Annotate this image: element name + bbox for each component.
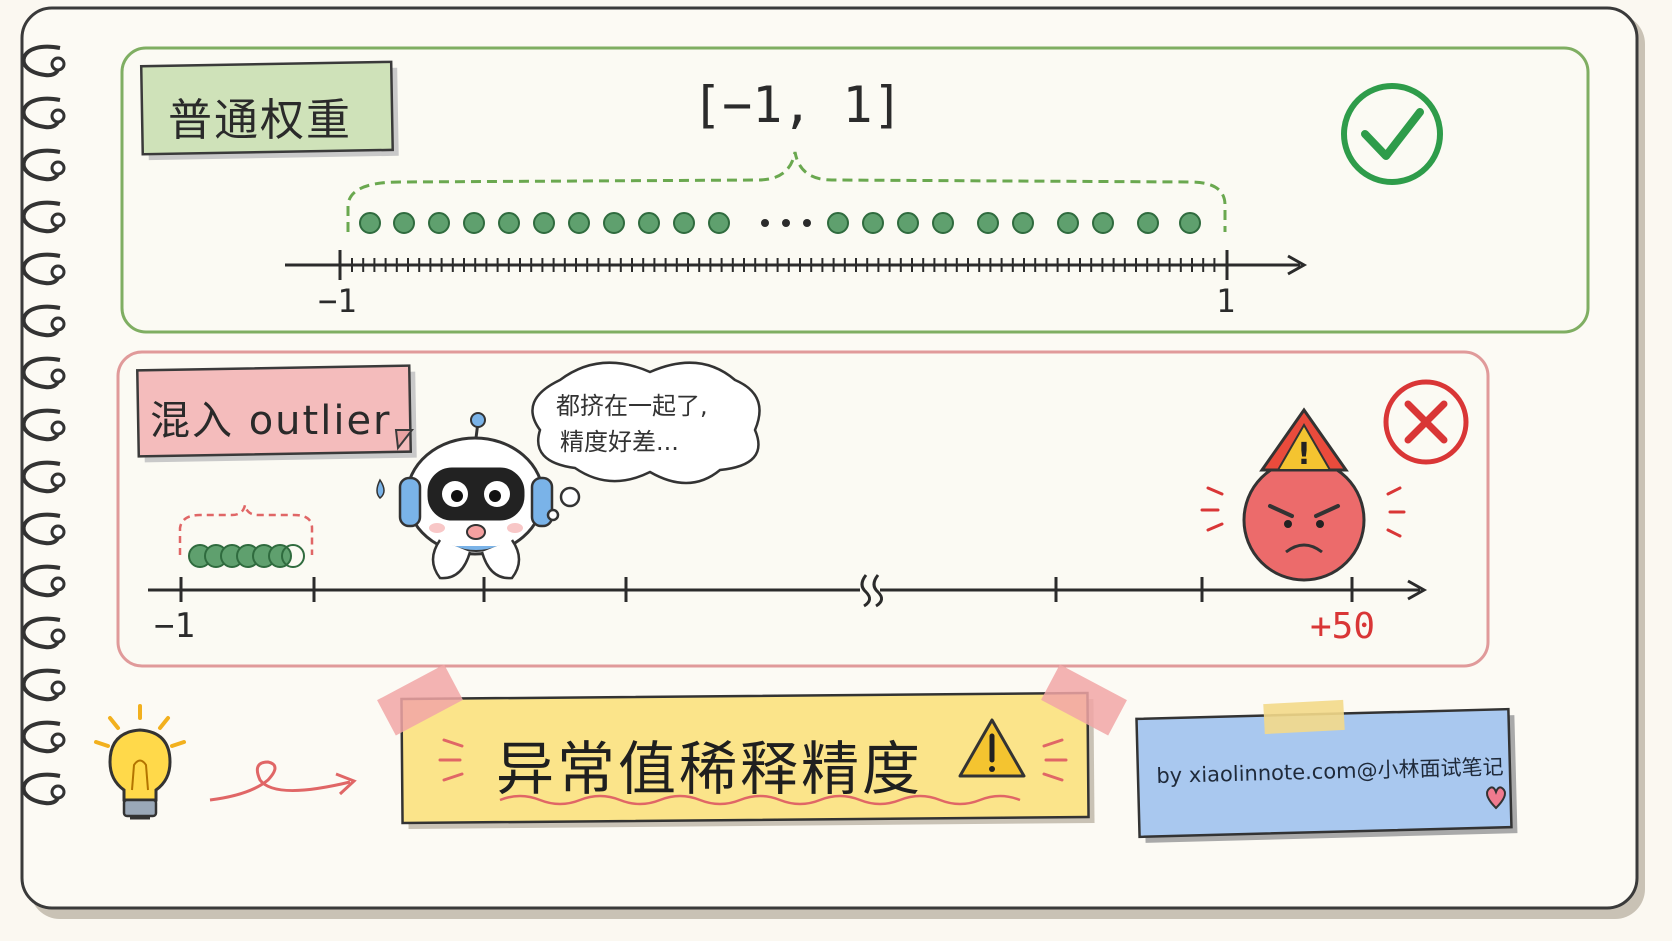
bottom-axis-arrow (1407, 579, 1428, 601)
weight-dot (1092, 212, 1114, 234)
bottom-panel-label-tag (135, 364, 417, 463)
weight-dot (498, 212, 520, 234)
range-brace (346, 151, 1227, 232)
spiral-binding (21, 44, 66, 806)
bottom-panel-label: 混入 outlier (150, 398, 392, 444)
thought-bubble-line-1: 都挤在一起了, (556, 392, 708, 420)
curly-arrow-icon (209, 760, 351, 802)
weight-dot (428, 212, 450, 234)
weight-dot (638, 212, 660, 234)
weight-dot (673, 212, 695, 234)
weight-dot (1137, 212, 1159, 234)
weight-dot (1012, 212, 1034, 234)
weight-dot (359, 212, 381, 234)
top-panel-frame (120, 46, 1590, 334)
range-label: [−1, 1] (692, 76, 903, 134)
weight-dot (708, 212, 730, 234)
bottom-axis-ticks (179, 577, 1354, 602)
weight-dot (897, 212, 919, 234)
weight-dot (977, 212, 999, 234)
top-panel-label: 普通权重 (168, 95, 352, 146)
top-axis-ticks (351, 258, 1216, 272)
top-axis-arrow (1287, 254, 1308, 276)
bottom-panel-frame (116, 350, 1490, 668)
outlier-value-label: +50 (1310, 606, 1376, 647)
lightbulb-icon (94, 704, 186, 820)
weight-dot (862, 212, 884, 234)
curly-arrow-head (335, 772, 357, 796)
weight-dot (827, 212, 849, 234)
ellipsis-dots (761, 219, 811, 227)
title-banner (377, 664, 1127, 829)
clustered-dots (188, 544, 305, 568)
weight-dot (568, 212, 590, 234)
banner-title: 异常值稀释精度 (496, 735, 924, 803)
thought-bubble-line-2: 精度好差... (560, 428, 679, 456)
top-axis-min-label: −1 (318, 282, 357, 320)
angry-outlier-face-illustration: ! (1200, 407, 1406, 582)
worried-robot-illustration (376, 412, 554, 580)
thought-bubble (531, 361, 761, 522)
weight-dot (1057, 212, 1079, 234)
svg-text:!: ! (1297, 437, 1311, 472)
top-panel-label-tag (139, 60, 399, 161)
weight-dot (463, 212, 485, 234)
weight-dots (359, 212, 1201, 234)
weight-dot (1179, 212, 1201, 234)
bottom-axis-min-label: −1 (154, 606, 195, 646)
check-circle-icon (1341, 83, 1443, 185)
heart-icon (1486, 786, 1506, 810)
weight-dot (603, 212, 625, 234)
weight-dot (932, 212, 954, 234)
weight-dot (393, 212, 415, 234)
weight-dot (533, 212, 555, 234)
top-axis-max-label: 1 (1216, 282, 1236, 320)
warning-triangle-icon (958, 718, 1026, 778)
axis-break-mark (860, 574, 883, 608)
x-circle-icon (1383, 379, 1469, 465)
credit-card (1135, 699, 1518, 843)
